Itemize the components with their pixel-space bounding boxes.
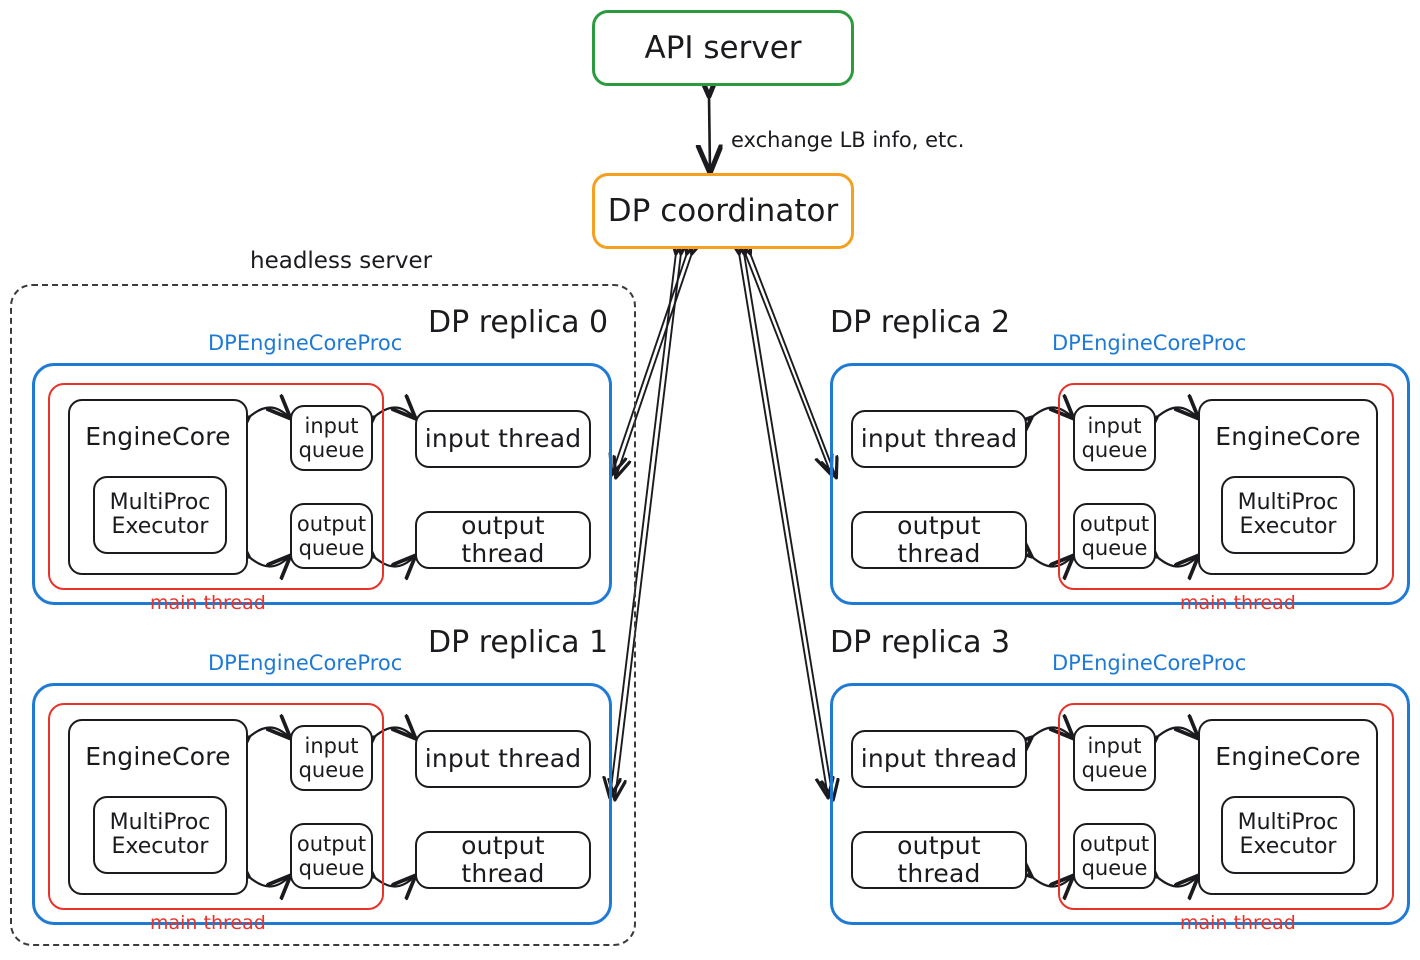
replica-3-multiproc-line1: MultiProc xyxy=(1237,809,1339,835)
replica-2-input-thread-label: input thread xyxy=(860,424,1018,453)
replica-1-output-queue[interactable]: output queue xyxy=(290,823,373,889)
edge-coordinator-replica-3 xyxy=(739,253,833,799)
replica-0-output-thread[interactable]: output thread xyxy=(415,511,591,569)
replica-0-multiproc-line2: Executor xyxy=(111,514,209,539)
replica-0-output-queue-line1: output xyxy=(296,511,367,536)
edge-label-exchange-lb-info: exchange LB info, etc. xyxy=(731,128,965,152)
replica-3-main-thread-box xyxy=(1058,703,1394,910)
replica-2-output-thread-label: output thread xyxy=(897,511,981,568)
replica-2-main-thread-label: main thread xyxy=(1180,592,1296,614)
replica-1-output-thread-label: output thread xyxy=(461,831,545,888)
replica-0-output-queue-line2: queue xyxy=(298,536,365,560)
replica-3-input-queue[interactable]: input queue xyxy=(1073,725,1156,791)
replica-0-title: DP replica 0 xyxy=(428,305,609,340)
replica-3-output-thread[interactable]: output thread xyxy=(851,831,1027,889)
replica-2-multiproc-line1: MultiProc xyxy=(1237,489,1339,515)
replica-1-proc-label: DPEngineCoreProc xyxy=(208,651,403,675)
replica-3-output-queue-line2: queue xyxy=(1081,856,1148,880)
replica-0-output-thread-label: output thread xyxy=(461,511,545,568)
replica-3-input-thread[interactable]: input thread xyxy=(851,730,1027,788)
replica-0-input-queue[interactable]: input queue xyxy=(290,405,373,471)
replica-3-engine-core-label: EngineCore xyxy=(1215,742,1361,771)
replica-1-proc-box xyxy=(32,683,612,925)
replica-1-main-thread-box xyxy=(48,703,384,910)
replica-3-proc-label: DPEngineCoreProc xyxy=(1052,651,1247,675)
replica-2-multiproc-line2: Executor xyxy=(1239,514,1337,539)
replica-2-output-queue-line1: output xyxy=(1079,511,1150,536)
dp-coordinator-node[interactable]: DP coordinator xyxy=(592,173,854,249)
replica-1-output-queue-line1: output xyxy=(296,831,367,856)
edge-coordinator-api xyxy=(709,95,710,172)
replica-2-input-queue-line2: queue xyxy=(1081,438,1148,462)
replica-3-multiproc-executor[interactable]: MultiProc Executor xyxy=(1221,796,1355,874)
replica-1-input-queue[interactable]: input queue xyxy=(290,725,373,791)
replica-3-input-queue-line1: input xyxy=(1087,733,1142,758)
replica-3-output-thread-label: output thread xyxy=(897,831,981,888)
api-server-label: API server xyxy=(644,30,802,66)
replica-1-input-queue-line2: queue xyxy=(298,758,365,782)
replica-2-main-thread-box xyxy=(1058,383,1394,590)
edge-coordinator-replica-2 xyxy=(745,253,836,477)
replica-0-input-queue-line2: queue xyxy=(298,438,365,462)
replica-0-engine-core-label: EngineCore xyxy=(85,422,231,451)
replica-2-input-queue-line1: input xyxy=(1087,413,1142,438)
replica-3-multiproc-line2: Executor xyxy=(1239,834,1337,859)
replica-0-input-queue-line1: input xyxy=(304,413,359,438)
replica-3-main-thread-label: main thread xyxy=(1180,912,1296,934)
api-server-node[interactable]: API server xyxy=(592,10,854,86)
replica-0-main-thread-box xyxy=(48,383,384,590)
replica-2-title: DP replica 2 xyxy=(830,305,1011,340)
replica-0-input-thread[interactable]: input thread xyxy=(415,410,591,468)
replica-2-proc-label: DPEngineCoreProc xyxy=(1052,331,1247,355)
replica-1-multiproc-line1: MultiProc xyxy=(109,809,211,835)
replica-1-engine-core-label: EngineCore xyxy=(85,742,231,771)
replica-0-proc-box xyxy=(32,363,612,605)
replica-3-title: DP replica 3 xyxy=(830,625,1011,660)
replica-0-output-queue[interactable]: output queue xyxy=(290,503,373,569)
replica-3-output-queue[interactable]: output queue xyxy=(1073,823,1156,889)
replica-2-engine-core-label: EngineCore xyxy=(1215,422,1361,451)
replica-1-multiproc-line2: Executor xyxy=(111,834,209,859)
replica-2-output-queue[interactable]: output queue xyxy=(1073,503,1156,569)
replica-1-input-thread[interactable]: input thread xyxy=(415,730,591,788)
replica-0-main-thread-label: main thread xyxy=(150,592,266,614)
replica-1-multiproc-executor[interactable]: MultiProc Executor xyxy=(93,796,227,874)
replica-1-input-queue-line1: input xyxy=(304,733,359,758)
dp-coordinator-label: DP coordinator xyxy=(607,193,839,229)
replica-2-output-thread[interactable]: output thread xyxy=(851,511,1027,569)
replica-1-input-thread-label: input thread xyxy=(424,744,582,773)
headless-server-label: headless server xyxy=(250,248,433,274)
replica-1-output-thread[interactable]: output thread xyxy=(415,831,591,889)
headless-server-boundary xyxy=(10,284,636,946)
replica-3-input-thread-label: input thread xyxy=(860,744,1018,773)
replica-2-proc-box xyxy=(830,363,1410,605)
replica-1-output-queue-line2: queue xyxy=(298,856,365,880)
replica-2-input-thread[interactable]: input thread xyxy=(851,410,1027,468)
replica-3-output-queue-line1: output xyxy=(1079,831,1150,856)
replica-0-proc-label: DPEngineCoreProc xyxy=(208,331,403,355)
replica-1-title: DP replica 1 xyxy=(428,625,609,660)
replica-2-output-queue-line2: queue xyxy=(1081,536,1148,560)
replica-3-proc-box xyxy=(830,683,1410,925)
replica-0-multiproc-line1: MultiProc xyxy=(109,489,211,515)
replica-2-input-queue[interactable]: input queue xyxy=(1073,405,1156,471)
replica-2-multiproc-executor[interactable]: MultiProc Executor xyxy=(1221,476,1355,554)
replica-0-multiproc-executor[interactable]: MultiProc Executor xyxy=(93,476,227,554)
replica-3-input-queue-line2: queue xyxy=(1081,758,1148,782)
replica-0-input-thread-label: input thread xyxy=(424,424,582,453)
replica-1-main-thread-label: main thread xyxy=(150,912,266,934)
